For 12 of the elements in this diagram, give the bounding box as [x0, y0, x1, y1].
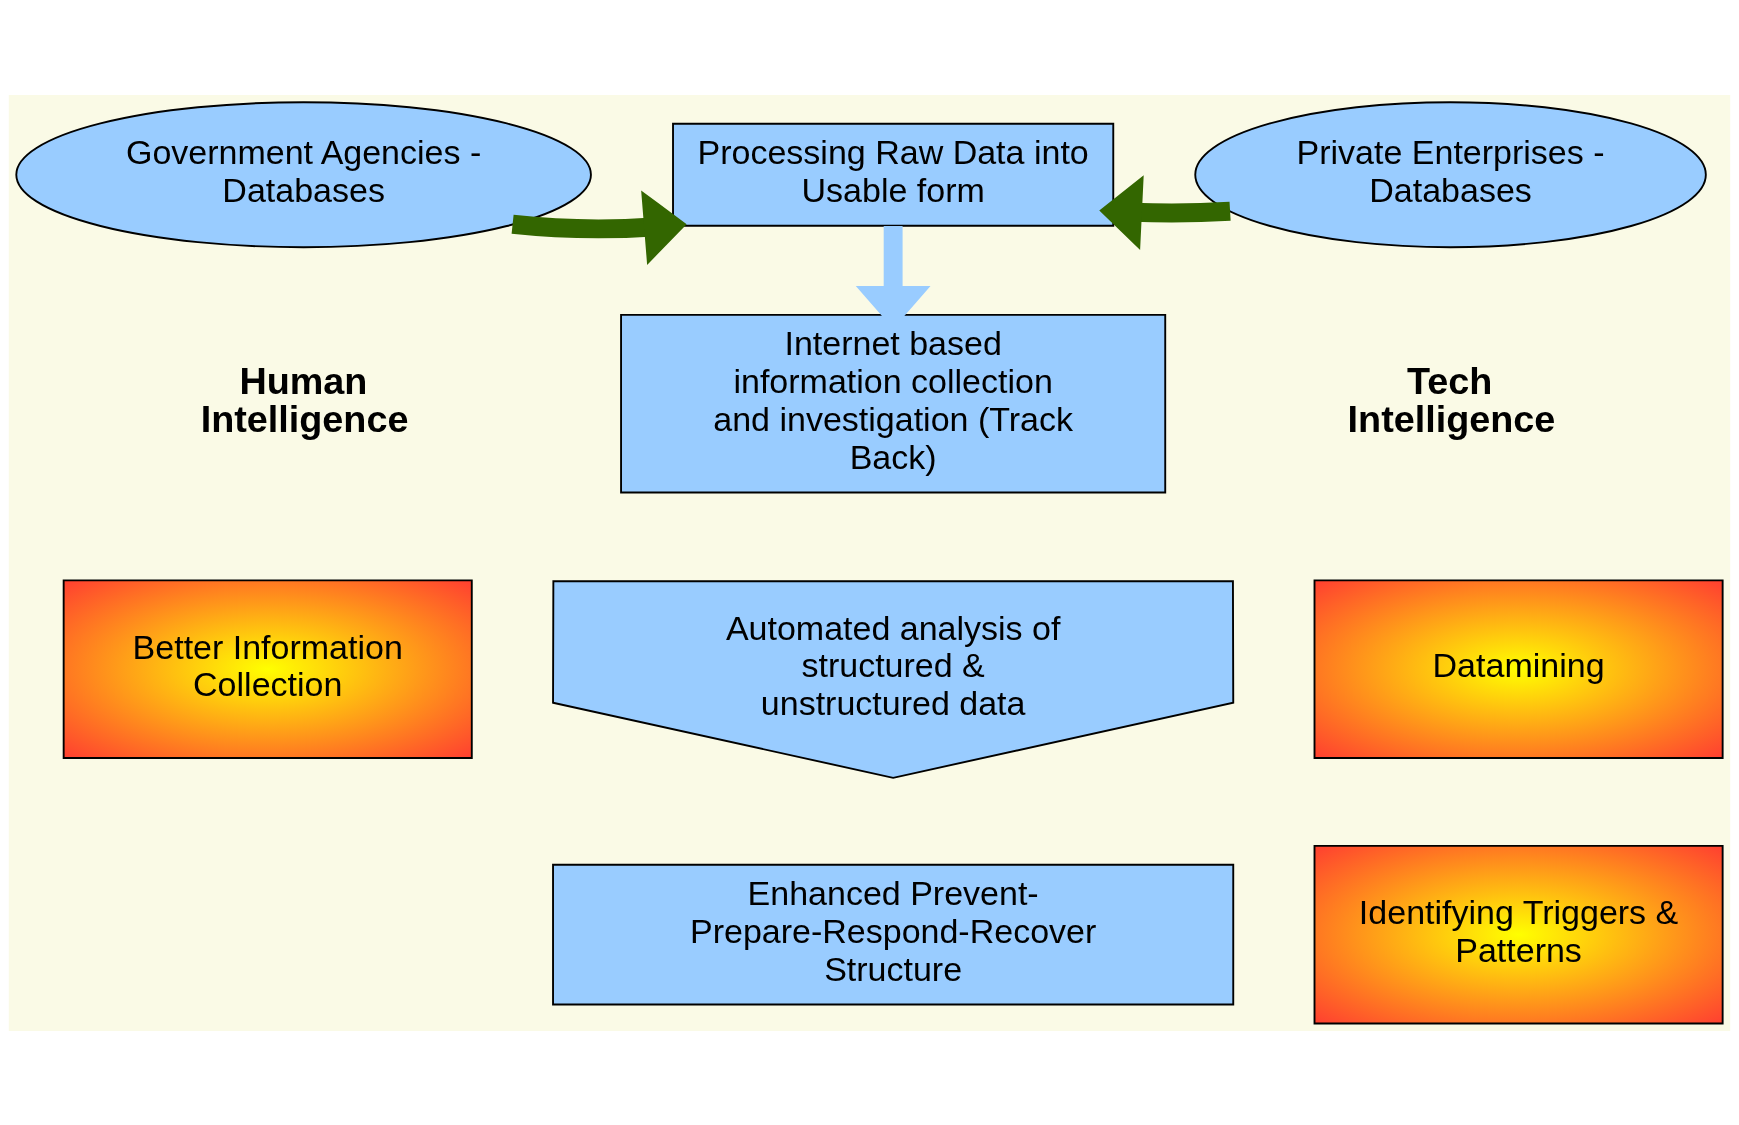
- node-box: Identifying Triggers & Patterns: [1313, 844, 1724, 1024]
- node-box: Datamining: [1313, 578, 1724, 759]
- arrow: [511, 189, 687, 265]
- node-box: Better Information Collection: [62, 578, 473, 759]
- node-box: Internet based information collection and investigation (Track Back): [620, 313, 1167, 493]
- arrow: [1099, 174, 1231, 250]
- label: Tech Intelligence: [1347, 359, 1556, 440]
- node-box: Processing Raw Data into Usable form: [672, 122, 1115, 227]
- node-ellipse: Government Agencies - Databases: [15, 100, 592, 248]
- node-ellipse: Private Enterprises - Databases: [1194, 100, 1707, 248]
- label: Human Intelligence: [200, 359, 409, 440]
- node-box: Enhanced Prevent-Prepare-Respond-Recover Structure: [552, 863, 1235, 1005]
